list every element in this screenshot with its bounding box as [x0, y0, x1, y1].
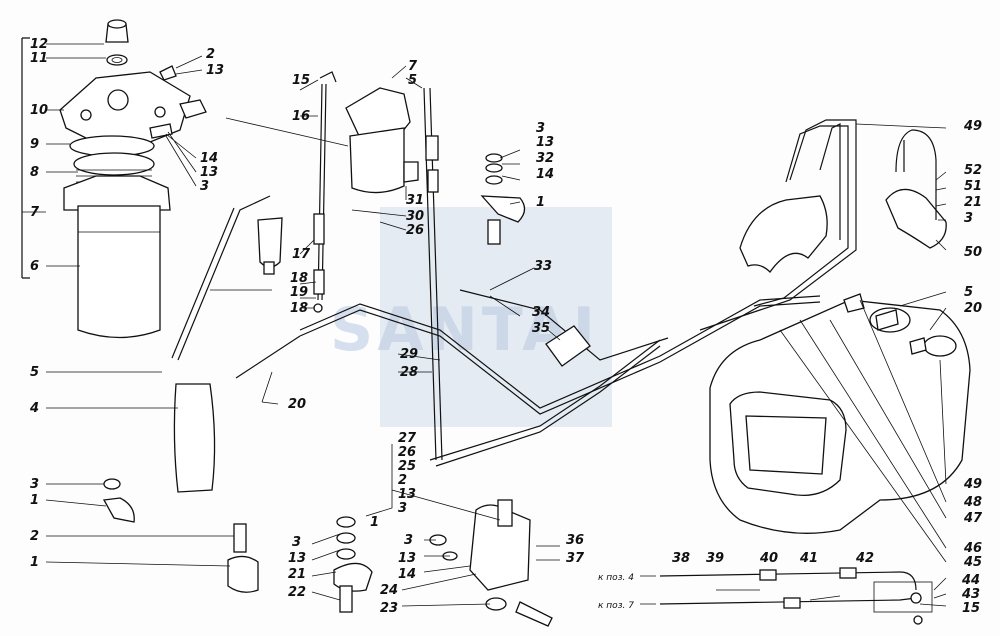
label-1: 1 — [30, 493, 39, 508]
label-16: 16 — [292, 109, 310, 124]
label-13: 13 — [288, 551, 306, 566]
label-11: 11 — [30, 51, 48, 66]
label-21: 21 — [964, 195, 982, 210]
label-1: 1 — [370, 515, 379, 530]
label-24: 24 — [380, 583, 398, 598]
label-2: 2 — [398, 473, 407, 488]
label-13: 13 — [536, 135, 554, 150]
bracket-24 — [429, 499, 553, 627]
label-12: 12 — [30, 37, 48, 52]
label-27: 27 — [398, 431, 417, 446]
label-4: 4 — [29, 401, 39, 416]
label-37: 37 — [566, 551, 585, 566]
label-26: 26 — [398, 445, 416, 460]
label-3: 3 — [964, 211, 973, 226]
sediment-bowl — [345, 87, 419, 194]
label-15: 15 — [962, 601, 980, 616]
label-32: 32 — [536, 151, 554, 166]
label-42: 42 — [855, 551, 874, 566]
label-23: 23 — [380, 601, 398, 616]
label-14: 14 — [536, 167, 554, 182]
label-34: 34 — [532, 305, 550, 320]
label-38: 38 — [672, 551, 690, 566]
label-31: 31 — [406, 193, 424, 208]
label-3: 3 — [292, 535, 301, 550]
label-46: 46 — [963, 541, 982, 556]
label-13: 13 — [398, 487, 416, 502]
label-49: 49 — [963, 477, 982, 492]
fuel-tank — [709, 299, 971, 534]
label-21: 21 — [288, 567, 306, 582]
note-to-pos-7: к поз. 7 — [598, 601, 634, 611]
label-10: 10 — [30, 103, 48, 118]
label-29: 29 — [400, 347, 418, 362]
label-28: 28 — [400, 365, 418, 380]
label-7: 7 — [408, 59, 418, 74]
fitting-35 — [545, 325, 591, 367]
label-2: 2 — [206, 47, 215, 62]
filter-assembly — [21, 19, 207, 339]
label-15: 15 — [292, 73, 310, 88]
label-9: 9 — [30, 137, 39, 152]
label-13: 13 — [200, 165, 218, 180]
watermark-logo: SANTAI — [330, 207, 612, 427]
label-35: 35 — [532, 321, 550, 336]
label-7: 7 — [30, 205, 40, 220]
label-45: 45 — [963, 555, 982, 570]
label-44: 44 — [961, 573, 980, 588]
label-14: 14 — [200, 151, 218, 166]
label-22: 22 — [288, 585, 306, 600]
tank-cover — [739, 129, 947, 274]
label-18: 18 — [290, 301, 308, 316]
label-5: 5 — [964, 285, 973, 300]
label-3: 3 — [200, 179, 209, 194]
label-40: 40 — [759, 551, 778, 566]
clamp-upper — [480, 153, 526, 245]
clamp-lower — [333, 516, 373, 613]
label-19: 19 — [290, 285, 308, 300]
label-50: 50 — [964, 245, 982, 260]
label-1: 1 — [536, 195, 545, 210]
label-2: 2 — [30, 529, 39, 544]
label-14: 14 — [398, 567, 416, 582]
note-to-pos-4: к поз. 4 — [598, 573, 634, 583]
label-8: 8 — [30, 165, 39, 180]
part-labels: 12 11 10 9 8 7 6 2 13 14 13 3 15 16 17 1… — [29, 37, 983, 616]
label-30: 30 — [406, 209, 424, 224]
label-20: 20 — [964, 301, 982, 316]
label-1: 1 — [30, 555, 39, 570]
label-3: 3 — [398, 501, 407, 516]
label-47: 47 — [963, 511, 983, 526]
label-41: 41 — [799, 551, 818, 566]
label-5: 5 — [30, 365, 39, 380]
label-17: 17 — [292, 247, 311, 262]
label-13: 13 — [206, 63, 224, 78]
label-18: 18 — [290, 271, 308, 286]
label-36: 36 — [566, 533, 584, 548]
label-20: 20 — [288, 397, 306, 412]
label-33: 33 — [534, 259, 552, 274]
label-26: 26 — [406, 223, 424, 238]
label-39: 39 — [706, 551, 724, 566]
cover-4 — [173, 383, 216, 493]
label-43: 43 — [961, 587, 980, 602]
label-25: 25 — [398, 459, 416, 474]
label-3: 3 — [536, 121, 545, 136]
label-3: 3 — [404, 533, 413, 548]
label-3: 3 — [30, 477, 39, 492]
drain-lines — [640, 567, 933, 625]
label-6: 6 — [30, 259, 39, 274]
label-51: 51 — [964, 179, 982, 194]
label-5: 5 — [408, 73, 417, 88]
label-49: 49 — [963, 119, 982, 134]
label-13: 13 — [398, 551, 416, 566]
small-filter — [257, 217, 283, 275]
label-48: 48 — [963, 495, 982, 510]
label-52: 52 — [964, 163, 982, 178]
